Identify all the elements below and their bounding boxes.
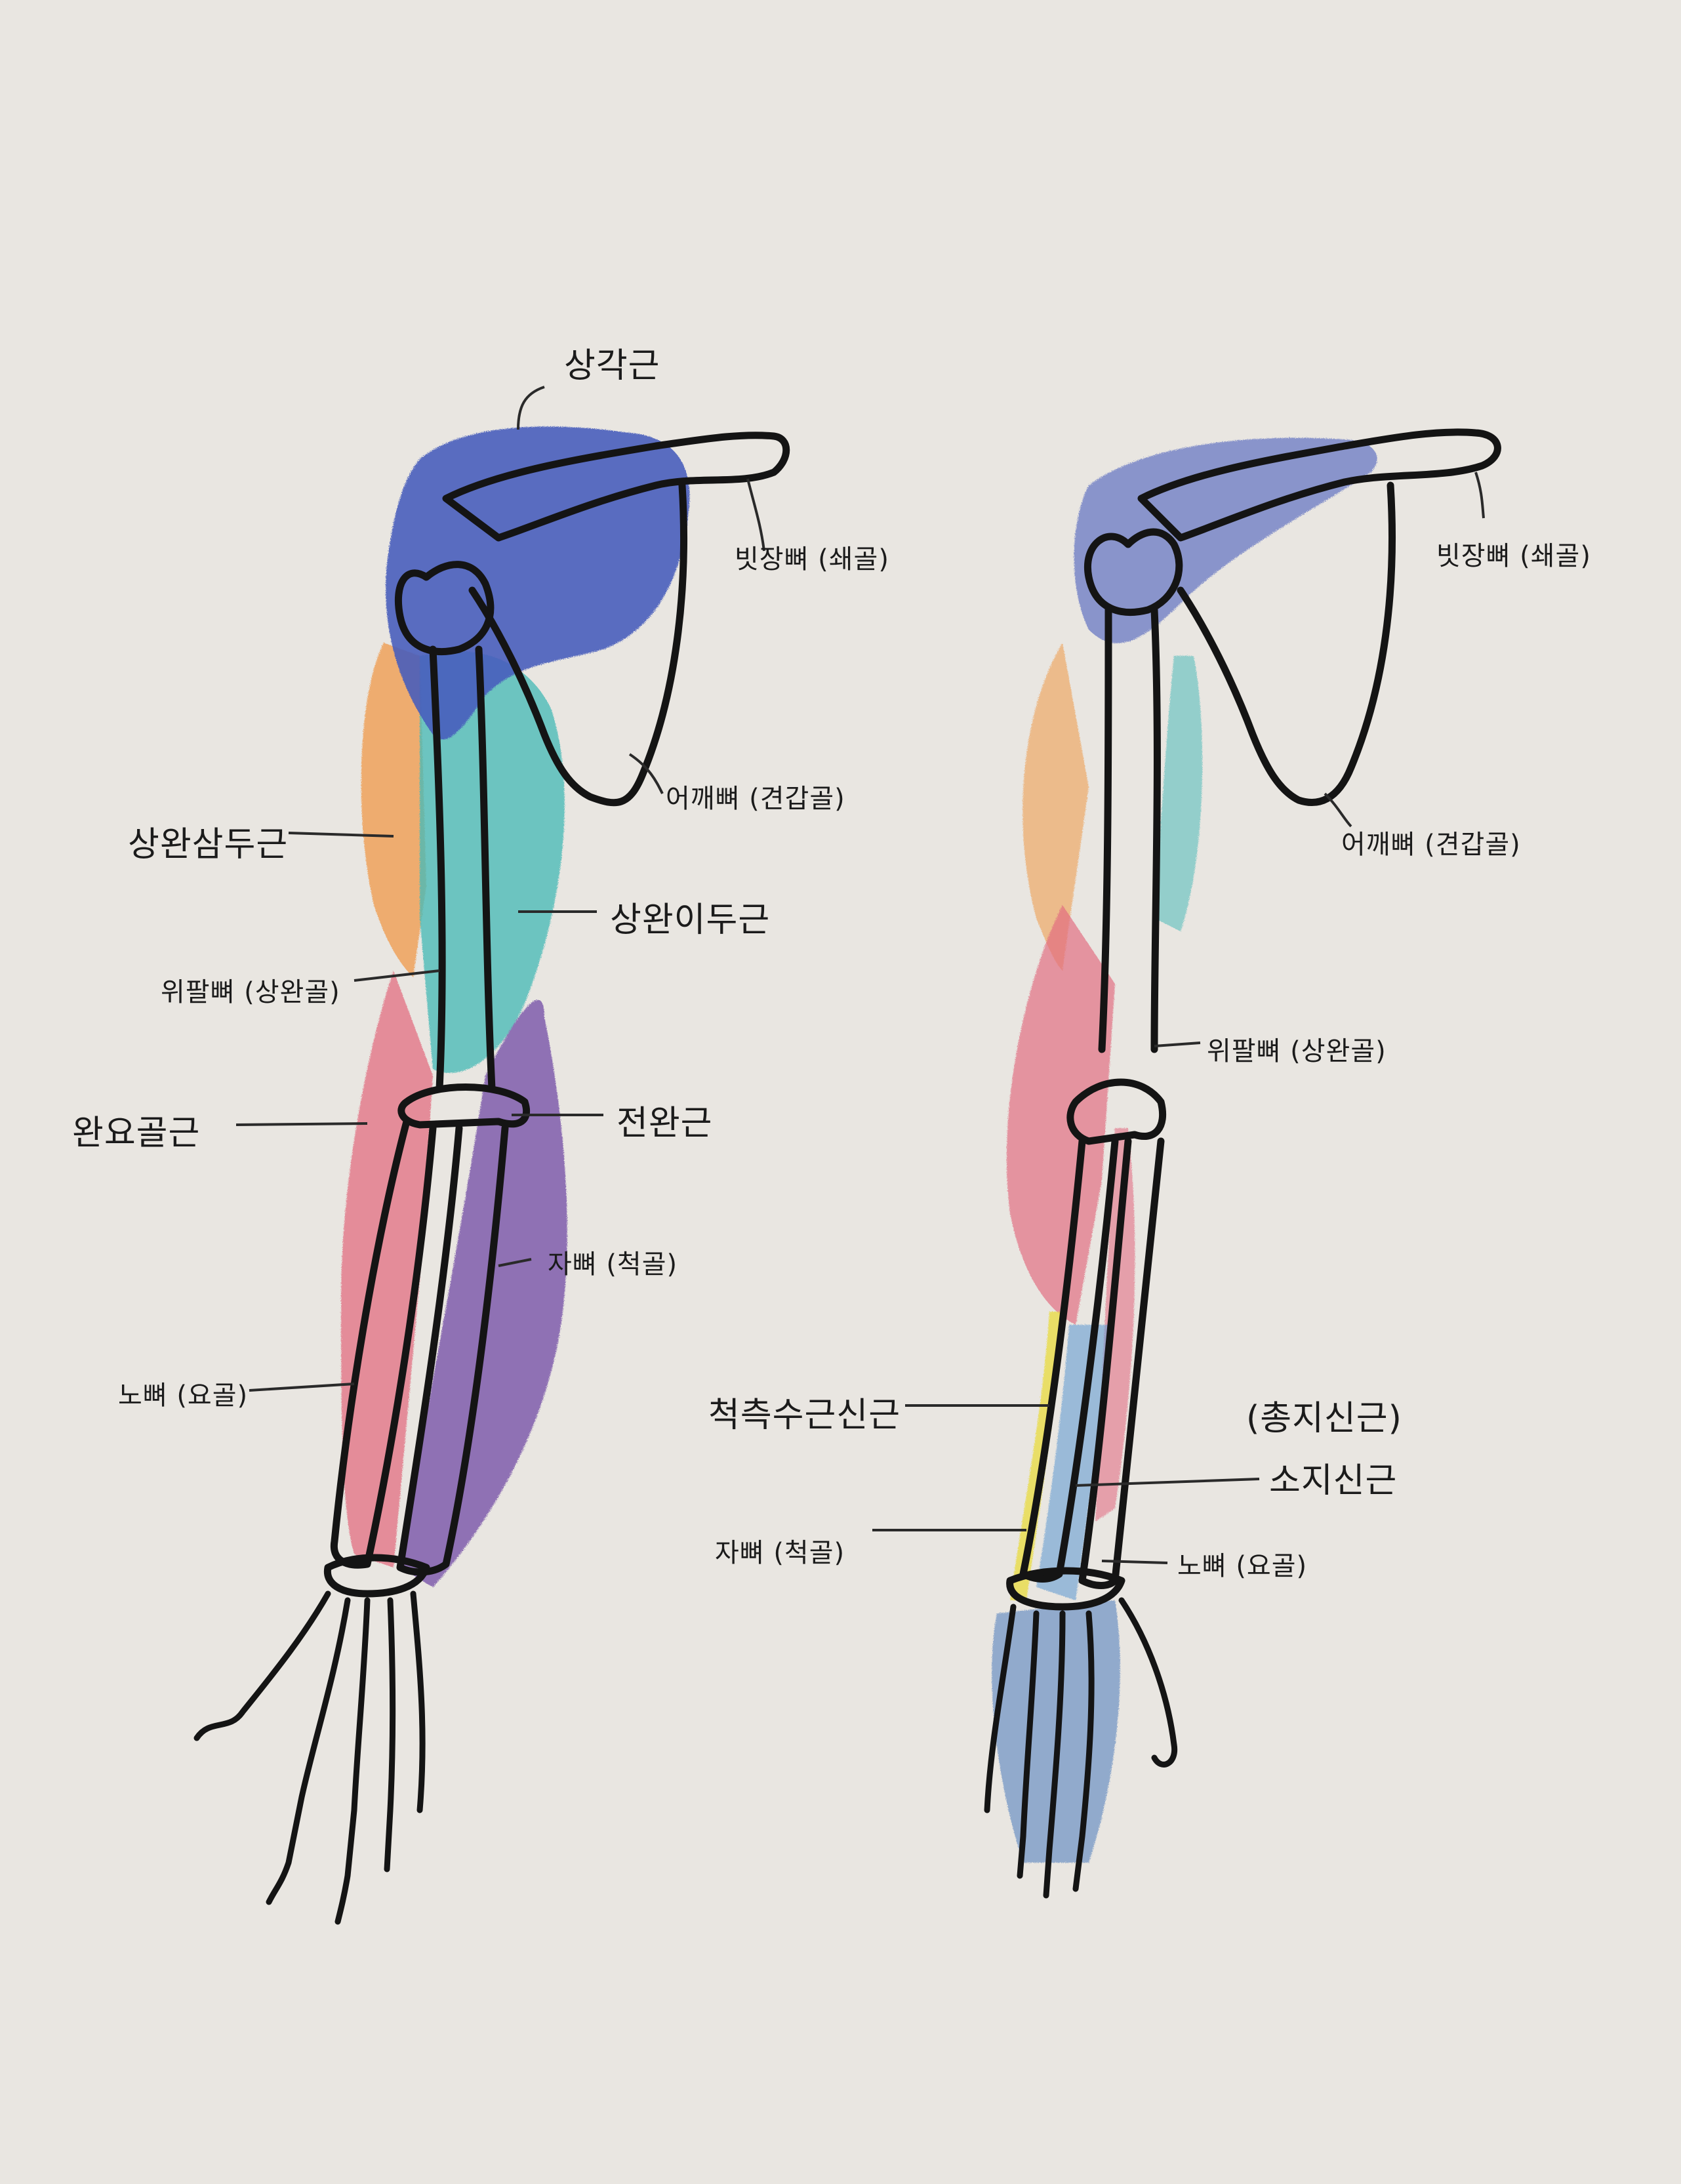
back-label-extensor-digiti-minimi: 소지신근 xyxy=(1269,1461,1398,1501)
back-elbow-joint xyxy=(1066,1078,1167,1145)
front-thumb xyxy=(193,1590,331,1741)
back-bones xyxy=(1006,428,1501,1611)
front-wrist-joint xyxy=(323,1554,430,1598)
front-humerus-bone xyxy=(429,645,496,1093)
leader-front-ulna xyxy=(498,1258,532,1267)
front-little-finger xyxy=(410,1590,426,1813)
front-triceps-muscle xyxy=(361,643,426,977)
leader-front-scapula xyxy=(628,753,664,794)
front-label-scapula: 어깨뼈 (견갑골) xyxy=(666,784,845,814)
back-leader-lines xyxy=(872,472,1485,1564)
back-humerus-bone xyxy=(1098,606,1161,1053)
front-scapula-bone xyxy=(468,481,687,807)
leader-triceps xyxy=(288,832,394,838)
leader-extensor-digiti-minimi xyxy=(1075,1478,1260,1487)
back-label-clavicle: 빗장뼈 (쇄골) xyxy=(1436,541,1591,571)
front-label-clavicle: 빗장뼈 (쇄골) xyxy=(735,544,889,575)
back-ring-finger xyxy=(1017,1610,1040,1879)
back-clavicle-bone xyxy=(1137,428,1501,542)
front-label-triceps: 상완삼두근 xyxy=(128,825,289,864)
leader-back-humerus xyxy=(1154,1041,1201,1047)
front-ring-finger xyxy=(384,1597,396,1872)
back-index-finger xyxy=(1072,1610,1095,1892)
front-index-finger xyxy=(266,1597,351,1905)
back-deltoid-muscle xyxy=(1074,437,1377,643)
front-leader-lines xyxy=(235,386,765,1392)
back-label-ulna: 자뼈 (척골) xyxy=(715,1538,845,1568)
front-label-brachioradialis: 완요골근 xyxy=(72,1114,201,1153)
front-label-radius: 노뼈 (요골) xyxy=(118,1381,249,1411)
front-label-pronator: 전완근 xyxy=(617,1104,713,1143)
back-triceps-muscle xyxy=(1023,643,1089,971)
back-hand xyxy=(984,1597,1178,1899)
back-muscles xyxy=(992,437,1377,1863)
leader-deltoid xyxy=(517,386,545,430)
back-arm xyxy=(872,428,1501,1899)
leader-back-clavicle xyxy=(1474,472,1485,519)
back-extensor-yellow-muscle xyxy=(1010,1312,1063,1600)
back-little-finger xyxy=(984,1604,1017,1813)
front-humerus-head xyxy=(394,561,495,655)
front-middle-finger xyxy=(334,1597,371,1925)
back-scapula-bone xyxy=(1177,481,1396,806)
front-biceps-muscle xyxy=(420,651,565,1073)
back-label-humerus: 위팔뼈 (상완골) xyxy=(1207,1036,1387,1066)
back-label-radius: 노뼈 (요골) xyxy=(1177,1551,1308,1581)
back-extensor-blue-muscle xyxy=(1036,1325,1108,1600)
leader-back-radius xyxy=(1101,1560,1168,1564)
back-wrist-joint xyxy=(1006,1567,1125,1611)
front-label-ulna: 자뼈 (척골) xyxy=(548,1249,678,1280)
back-label-extensor-carpi-ulnaris: 척측수근신근 xyxy=(708,1396,901,1435)
back-forearm-red-muscle xyxy=(1006,905,1115,1325)
front-label-biceps: 상완이두근 xyxy=(610,900,771,940)
front-label-humerus: 위팔뼈 (상완골) xyxy=(161,977,340,1007)
back-forearm-red-2 xyxy=(1095,1128,1135,1522)
leader-brachioradialis xyxy=(235,1122,368,1126)
front-hand xyxy=(193,1590,426,1925)
front-label-deltoid: 상각근 xyxy=(564,346,660,386)
back-middle-finger xyxy=(1043,1610,1066,1899)
front-clavicle-bone xyxy=(442,432,790,542)
leader-back-scapula xyxy=(1324,792,1352,828)
leader-front-radius xyxy=(249,1383,355,1392)
front-arm xyxy=(193,386,790,1925)
back-ulna-bone xyxy=(1019,1137,1119,1583)
back-humerus-head xyxy=(1084,528,1183,616)
leader-front-clavicle xyxy=(746,478,765,552)
back-label-extensor-digitorum: (총지신근) xyxy=(1246,1399,1402,1438)
back-biceps-muscle xyxy=(1154,656,1203,931)
front-pronator-muscle xyxy=(400,1000,567,1587)
front-deltoid-muscle xyxy=(386,426,690,740)
back-label-scapula: 어깨뼈 (견갑골) xyxy=(1341,830,1521,860)
back-radius-bone xyxy=(1078,1137,1165,1589)
back-thumb xyxy=(1118,1597,1178,1768)
leader-humerus xyxy=(354,969,440,982)
